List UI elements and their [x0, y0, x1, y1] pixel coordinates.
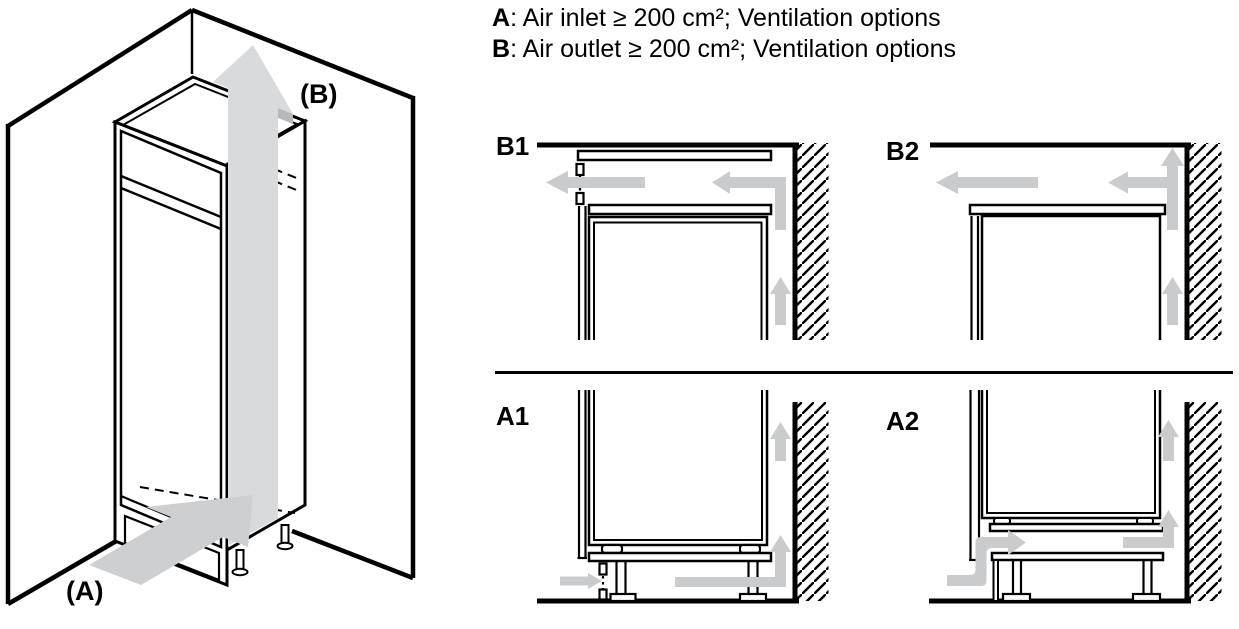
- arrow-bevel-shade: [278, 108, 293, 124]
- option-a1-diagram: [490, 390, 840, 629]
- airflow-bend-up-arrow-icon: [1123, 510, 1179, 548]
- airflow-left-arrow-icon: [936, 171, 1038, 194]
- section-divider: [495, 371, 1233, 374]
- adjustable-foot: [280, 524, 290, 545]
- option-b1-diagram: [490, 120, 840, 365]
- appliance-body: [587, 390, 769, 547]
- door-gap-marker: [575, 162, 585, 177]
- room-corner-walls: [5, 7, 416, 606]
- option-b1-label: B1: [496, 131, 530, 161]
- air-outlet-arrow-icon: [213, 45, 293, 114]
- airflow-arrows: [546, 171, 791, 325]
- option-b2-diagram: [870, 120, 1239, 365]
- cabinet-top-panel: [587, 203, 773, 216]
- cabinet-front-opening: [119, 129, 223, 549]
- option-b2-label: B2: [886, 136, 920, 166]
- airflow-up-arrow-icon: [1161, 148, 1184, 230]
- legend-line-a: A: Air inlet ≥ 200 cm²; Ventilation opti…: [492, 3, 1237, 34]
- legend-text-a: : Air inlet ≥ 200 cm²; Ventilation optio…: [510, 4, 941, 32]
- appliance-base-panel: [988, 522, 1165, 533]
- airflow-up-arrow-icon: [1158, 420, 1179, 461]
- isometric-cabinet-drawing: [5, 7, 416, 606]
- airflow-arrows: [936, 148, 1184, 325]
- air-channel-band: [228, 88, 278, 546]
- airflow-right-arrow-icon: [560, 573, 602, 589]
- door-gap-marker: [598, 588, 608, 601]
- airflow-bend-arrow-icon: [712, 171, 786, 230]
- door-gap-marker: [598, 562, 608, 576]
- plinth-foot-base: [609, 592, 637, 603]
- appliance-base-panel: [587, 551, 773, 563]
- floor-line-right: [291, 528, 414, 581]
- adjustable-feet: [231, 524, 294, 577]
- wall-hatching: [797, 402, 829, 601]
- plinth-foot-base: [1131, 592, 1162, 603]
- adjustable-foot: [235, 549, 245, 571]
- airflow-up-arrow-icon: [770, 422, 791, 461]
- door-gap-marker: [575, 191, 585, 206]
- cabinet-top-panel: [968, 203, 1167, 216]
- plinth-foot-base: [1001, 592, 1032, 603]
- airflow-up-arrow-icon: [770, 277, 791, 325]
- appliance-body: [980, 214, 1162, 340]
- option-a2-label: A2: [886, 406, 920, 436]
- appliance-body: [980, 390, 1162, 520]
- legend-text-b: : Air outlet ≥ 200 cm²; Ventilation opti…: [510, 35, 956, 63]
- legend-key-a: A: [492, 4, 511, 32]
- airflow-arrows: [560, 422, 791, 589]
- air-outlet-label: (B): [300, 79, 338, 109]
- wall-hatching: [1189, 402, 1222, 601]
- airflow-left-arrow-icon: [546, 171, 645, 194]
- airflow-branch-arrow-icon: [1108, 171, 1167, 194]
- airflow-up-arrow-icon: [1162, 277, 1183, 325]
- floor-line-left: [6, 538, 120, 606]
- air-outlet-flow: [213, 45, 293, 546]
- plinth-panel: [990, 551, 1165, 562]
- top-compartment-shelf: [120, 186, 222, 231]
- legend-line-b: B: Air outlet ≥ 200 cm²; Ventilation opt…: [492, 34, 1237, 65]
- airflow-arrows: [947, 420, 1179, 586]
- wall-hatching: [797, 143, 829, 340]
- plinth-side-strip: [992, 559, 999, 602]
- airflow-s-bend-arrow-icon: [947, 530, 1026, 586]
- appliance-body: [587, 215, 769, 340]
- airflow-bend-up-arrow-icon: [675, 535, 791, 587]
- plinth-foot-base: [738, 592, 768, 603]
- legend: A: Air inlet ≥ 200 cm²; Ventilation opti…: [492, 3, 1237, 65]
- air-inlet-arrow-icon: [89, 495, 253, 585]
- option-a1-label: A1: [496, 401, 530, 431]
- legend-key-b: B: [492, 35, 511, 63]
- furniture-top-panel: [576, 149, 773, 162]
- option-a2-diagram: [870, 390, 1239, 629]
- air-inlet-label: (A): [66, 576, 104, 606]
- wall-hatching: [1189, 143, 1222, 340]
- isometric-view: (B) (A): [0, 0, 480, 629]
